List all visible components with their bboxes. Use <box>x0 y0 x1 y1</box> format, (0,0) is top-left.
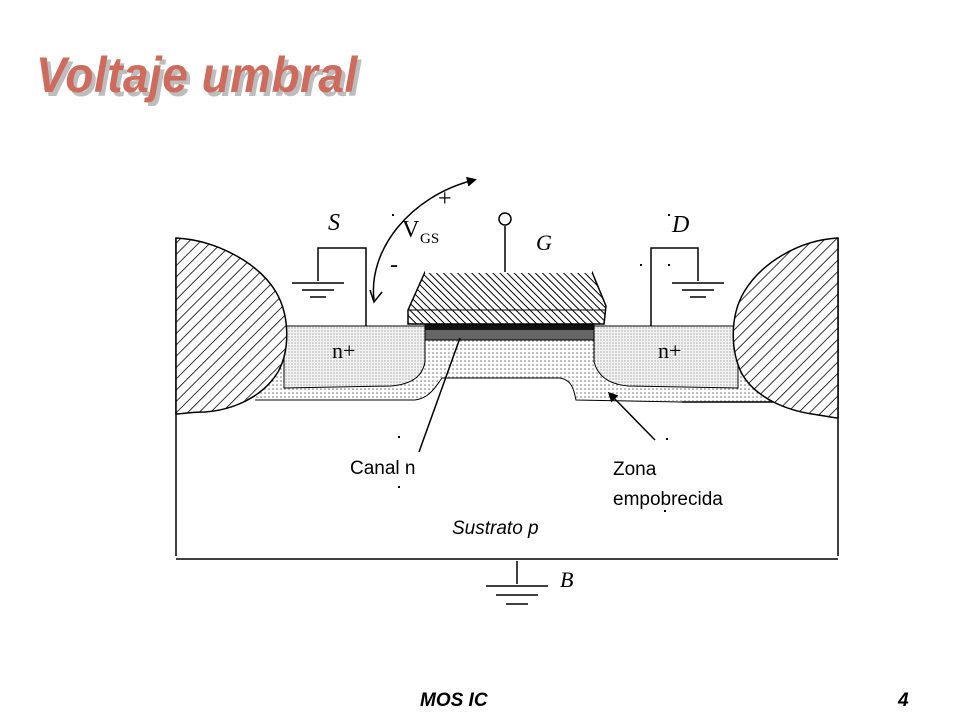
scatter-dots <box>392 214 670 512</box>
gate-label: G <box>536 230 552 255</box>
body-label: B <box>560 567 573 592</box>
depletion-pointer-line <box>607 391 656 441</box>
gate-electrode <box>407 271 607 325</box>
source-label: S <box>328 210 340 236</box>
drain-n-plus-region <box>593 325 739 389</box>
vgs-symbol: V <box>402 217 420 243</box>
n-channel <box>425 324 594 330</box>
source-doping-label: n+ <box>332 338 355 363</box>
vgs-minus-sign: - <box>390 252 398 278</box>
depletion-label-line2: empobrecida <box>613 489 723 510</box>
vgs-arrow <box>372 176 477 301</box>
depletion-label-line1: Zona <box>613 459 657 480</box>
drain-doping-label: n+ <box>658 338 681 363</box>
footer-title: MOS IC <box>420 690 488 711</box>
source-ground <box>292 247 367 326</box>
vgs-plus-sign: + <box>438 186 452 212</box>
vgs-subscript: GS <box>420 231 439 247</box>
drain-ground <box>650 247 724 326</box>
substrate-label: Sustrato p <box>452 518 539 539</box>
field-oxide-left <box>175 237 288 415</box>
body-ground <box>486 561 548 605</box>
gate-terminal <box>498 212 512 272</box>
drain-label: D <box>671 212 689 238</box>
field-oxide-right <box>732 237 839 419</box>
channel-pointer-line <box>418 337 461 453</box>
slide-title: Voltaje umbral <box>36 47 358 103</box>
page-number: 4 <box>898 690 909 711</box>
source-n-plus-region <box>283 325 426 389</box>
channel-label: Canal n <box>350 458 416 479</box>
